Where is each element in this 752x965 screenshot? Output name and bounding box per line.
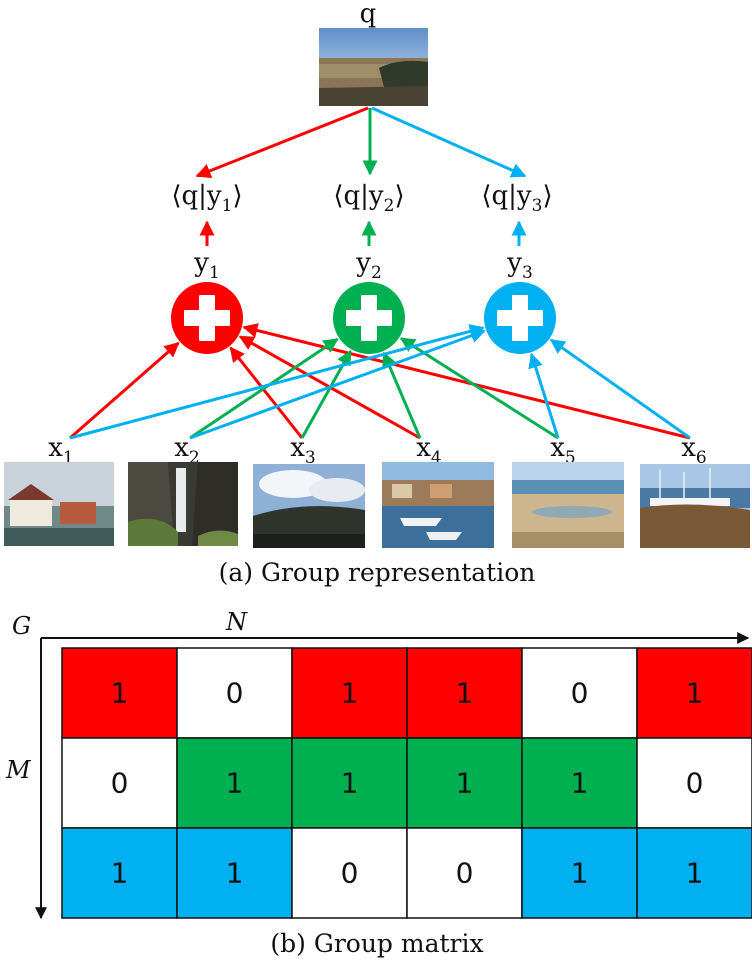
matrix-cell-r1-c5: [521, 647, 638, 739]
matrix-value-r2-c4: 1: [456, 767, 474, 800]
edge-x1-y3: [69, 324, 485, 440]
edge-x6-y1: [242, 323, 691, 440]
edge-x4-y2: [382, 351, 422, 439]
matrix-cell-r2-c3: [291, 737, 408, 829]
score-label-3: ⟨q|y3⟩: [481, 181, 552, 216]
item-image-2: [128, 462, 238, 546]
edge-x5-y2: [399, 337, 559, 440]
matrix-value-r1-c2: 0: [226, 677, 244, 710]
plus-icon: [184, 295, 230, 341]
plus-icon: [346, 295, 392, 341]
matrix-cell-r3-c6: [636, 827, 752, 919]
group-score-arrows: [199, 220, 527, 246]
matrix-value-r2-c2: 1: [226, 767, 244, 800]
item-label-2: x2: [174, 433, 200, 468]
matrix-value-r1-c1: 1: [111, 677, 129, 710]
group-label-1: y1: [193, 248, 220, 283]
item-image-1: [4, 462, 114, 546]
item-label-3: x3: [290, 433, 316, 468]
col-axis-label: N: [225, 608, 248, 636]
matrix-cell-r1-c4: [406, 647, 523, 739]
matrix-value-r3-c6: 1: [686, 857, 704, 890]
matrix-cell-r1-c3: [291, 647, 408, 739]
group-node-1: [171, 282, 243, 354]
matrix-cell-r3-c2: [176, 827, 293, 919]
item-image-5: [512, 462, 624, 548]
matrix-value-r2-c1: 0: [111, 767, 129, 800]
matrix-value-r2-c3: 1: [341, 767, 359, 800]
matrix-value-r1-c6: 1: [686, 677, 704, 710]
matrix-value-r2-c6: 0: [686, 767, 704, 800]
item-image-6: [640, 464, 750, 548]
corner-label: G: [12, 612, 31, 640]
matrix-cell-r3-c3: [291, 827, 408, 919]
matrix-value-r1-c3: 1: [341, 677, 359, 710]
item-label-5: x5: [550, 433, 576, 468]
edge-x3-y1: [229, 346, 304, 439]
group-label-3: y3: [506, 248, 533, 283]
matrix-cell-r1-c1: [61, 647, 178, 739]
matrix-cell-r3-c4: [406, 827, 523, 919]
matrix-value-r3-c3: 0: [341, 857, 359, 890]
query-image: [319, 28, 428, 106]
matrix-value-r3-c1: 1: [111, 857, 129, 890]
matrix-cell-r2-c6: [636, 737, 752, 829]
matrix-value-r1-c4: 1: [456, 677, 474, 710]
plus-icon: [497, 295, 543, 341]
item-label-4: x4: [416, 433, 442, 468]
group-label-2: y2: [355, 248, 382, 283]
matrix-value-r3-c2: 1: [226, 857, 244, 890]
group-node-3: [484, 282, 556, 354]
matrix-cell-r1-c6: [636, 647, 752, 739]
member-edges: [69, 323, 691, 440]
score-label-1: ⟨q|y1⟩: [171, 181, 242, 216]
score-label-2: ⟨q|y2⟩: [333, 181, 404, 216]
item-image-3: [253, 464, 365, 548]
caption-a: (a) Group representation: [219, 558, 536, 587]
matrix-value-r3-c5: 1: [571, 857, 589, 890]
item-label-1: x1: [48, 433, 74, 468]
edge-x5-y3: [528, 352, 560, 439]
edge-x1-y1: [69, 341, 180, 440]
edge-x2-y2: [189, 337, 339, 440]
item-label-6: x6: [681, 433, 707, 468]
item-image-4: [382, 462, 494, 548]
query-label: q: [360, 0, 377, 29]
matrix-value-r3-c4: 0: [456, 857, 474, 890]
matrix-value-r1-c5: 0: [571, 677, 589, 710]
query-arrows: [195, 106, 527, 178]
caption-b: (b) Group matrix: [270, 929, 483, 958]
matrix-cell-r3-c1: [61, 827, 178, 919]
row-axis-label: M: [5, 756, 32, 784]
matrix-value-r2-c5: 1: [571, 767, 589, 800]
edge-x6-y3: [549, 338, 691, 440]
matrix-cell-r2-c1: [61, 737, 178, 829]
group-node-2: [333, 282, 405, 354]
matrix-cell-r2-c2: [176, 737, 293, 829]
edge-x2-y3: [189, 328, 486, 440]
group-matrix: 1 0 1 1 0 1 0 1 1 1 1 0 1 1 0 0 1 1: [61, 647, 752, 919]
